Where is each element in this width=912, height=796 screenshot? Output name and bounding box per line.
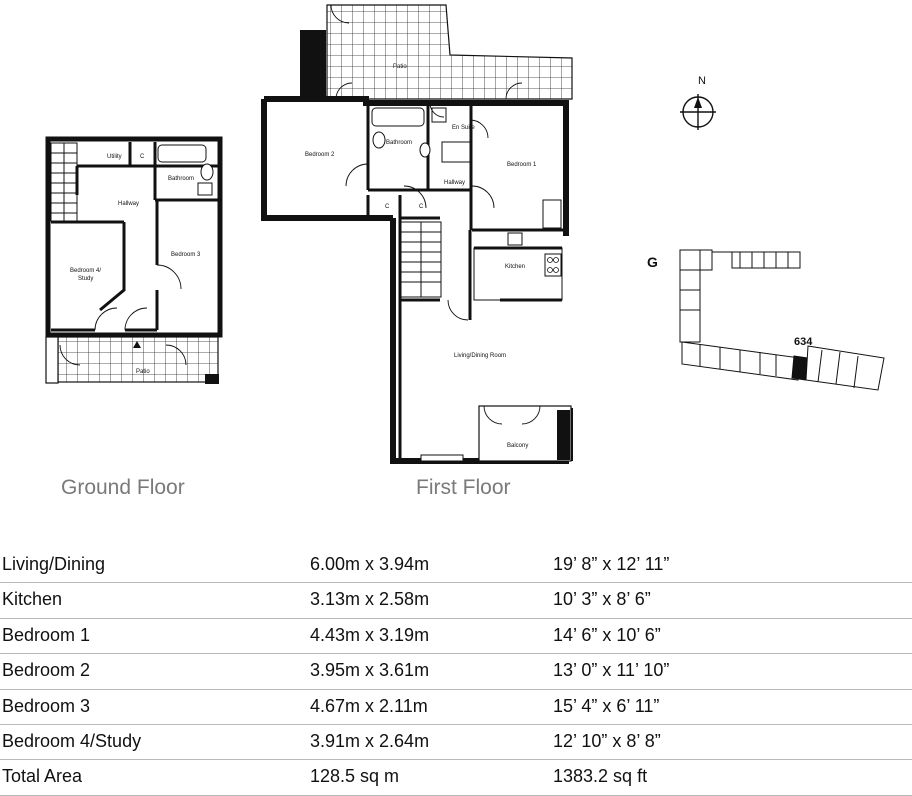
room-imperial-size: 13’ 0” x 11’ 10” bbox=[553, 660, 670, 681]
room-imperial-size: 1383.2 sq ft bbox=[553, 766, 648, 787]
first-bathroom-label: Bathroom bbox=[386, 140, 412, 146]
room-metric-size: 6.00m x 3.94m bbox=[310, 554, 430, 574]
ground-utility-label: Utility bbox=[107, 154, 122, 160]
room-imperial-size: 10’ 3” x 8’ 6” bbox=[553, 589, 651, 610]
room-metric-size: 4.43m x 3.19m bbox=[310, 624, 430, 645]
first-cupboard-label-2: C bbox=[419, 204, 424, 210]
ground-bathroom-label: Bathroom bbox=[168, 176, 194, 182]
compass-icon: N bbox=[680, 75, 716, 130]
first-kitchen-label: Kitchen bbox=[505, 264, 525, 270]
table-row: Bedroom 3 4.67m x 2.11m 15’ 4” x 6’ 11” bbox=[0, 690, 912, 725]
table-row: Total Area 128.5 sq m 1383.2 sq ft bbox=[0, 760, 912, 796]
compass-north-label: N bbox=[698, 75, 706, 87]
site-key-plan: G 634 bbox=[647, 249, 885, 391]
first-stairs bbox=[400, 221, 442, 298]
table-row: Bedroom 1 4.43m x 3.19m 14’ 6” x 10’ 6” bbox=[0, 619, 912, 655]
room-imperial-size: 15’ 4” x 6’ 11” bbox=[553, 695, 660, 716]
table-row: Bedroom 4/Study 3.91m x 2.64m 12’ 10” x … bbox=[0, 725, 912, 761]
room-name: Bedroom 2 bbox=[2, 660, 91, 681]
room-name: Kitchen bbox=[2, 589, 63, 610]
first-bedroom2-label: Bedroom 2 bbox=[305, 152, 335, 158]
first-floor-title: First Floor bbox=[416, 476, 511, 499]
site-block-label: G bbox=[647, 254, 658, 270]
table-row: Living/Dining 6.00m x 3.94m 19’ 8” x 12’… bbox=[0, 548, 912, 584]
table-row: Kitchen 3.13m x 2.58m 10’ 3” x 8’ 6” bbox=[0, 583, 912, 619]
room-metric-size: 4.67m x 2.11m bbox=[310, 695, 428, 716]
room-metric-size: 3.95m x 3.61m bbox=[310, 660, 430, 681]
floor-plan-drawing: Utility C Bathroom Hallway Bedroom 4/ St… bbox=[45, 4, 885, 464]
room-imperial-size: 12’ 10” x 8’ 8” bbox=[553, 730, 661, 751]
first-patio-label: Patio bbox=[393, 64, 407, 70]
ground-floor-title: Ground Floor bbox=[61, 476, 185, 499]
room-name: Bedroom 4/Study bbox=[2, 730, 142, 751]
room-metric-size: 3.13m x 2.58m bbox=[310, 589, 430, 610]
room-imperial-size: 19’ 8” x 12’ 11” bbox=[553, 554, 670, 574]
room-imperial-size: 14’ 6” x 10’ 6” bbox=[553, 624, 661, 645]
room-name: Living/Dining bbox=[2, 554, 106, 574]
site-unit-number: 634 bbox=[794, 336, 813, 348]
ground-floor-plan: Utility C Bathroom Hallway Bedroom 4/ St… bbox=[45, 136, 223, 384]
room-metric-size: 3.91m x 2.64m bbox=[310, 730, 430, 751]
first-living-dining-label: Living/Dining Room bbox=[454, 353, 506, 359]
ground-bedroom4-label: Bedroom 4/ bbox=[70, 268, 101, 274]
first-ensuite-label: En Suite bbox=[452, 125, 475, 131]
first-cupboard-label-1: C bbox=[385, 204, 390, 210]
table-row: Bedroom 2 3.95m x 3.61m 13’ 0” x 11’ 10” bbox=[0, 654, 912, 690]
room-name: Total Area bbox=[2, 766, 83, 787]
first-hallway-label: Hallway bbox=[444, 180, 465, 186]
ground-hallway-label: Hallway bbox=[118, 201, 139, 207]
room-metric-size: 128.5 sq m bbox=[310, 766, 400, 787]
first-floor-plan: Patio Bathroom En Suite Bedroom 2 Bedroo… bbox=[261, 4, 573, 464]
ground-bedroom3-label: Bedroom 3 bbox=[171, 252, 201, 258]
first-patio bbox=[326, 4, 573, 100]
ground-patio-label: Patio bbox=[136, 369, 150, 375]
ground-cupboard-label: C bbox=[140, 154, 145, 160]
room-name: Bedroom 1 bbox=[2, 624, 91, 645]
first-balcony-label: Balcony bbox=[507, 443, 528, 449]
room-name: Bedroom 3 bbox=[2, 695, 91, 716]
room-dimensions-table: Living/Dining 6.00m x 3.94m 19’ 8” x 12’… bbox=[0, 548, 912, 796]
ground-bedroom4-label-2: Study bbox=[78, 276, 93, 282]
first-bedroom1-label: Bedroom 1 bbox=[507, 162, 537, 168]
